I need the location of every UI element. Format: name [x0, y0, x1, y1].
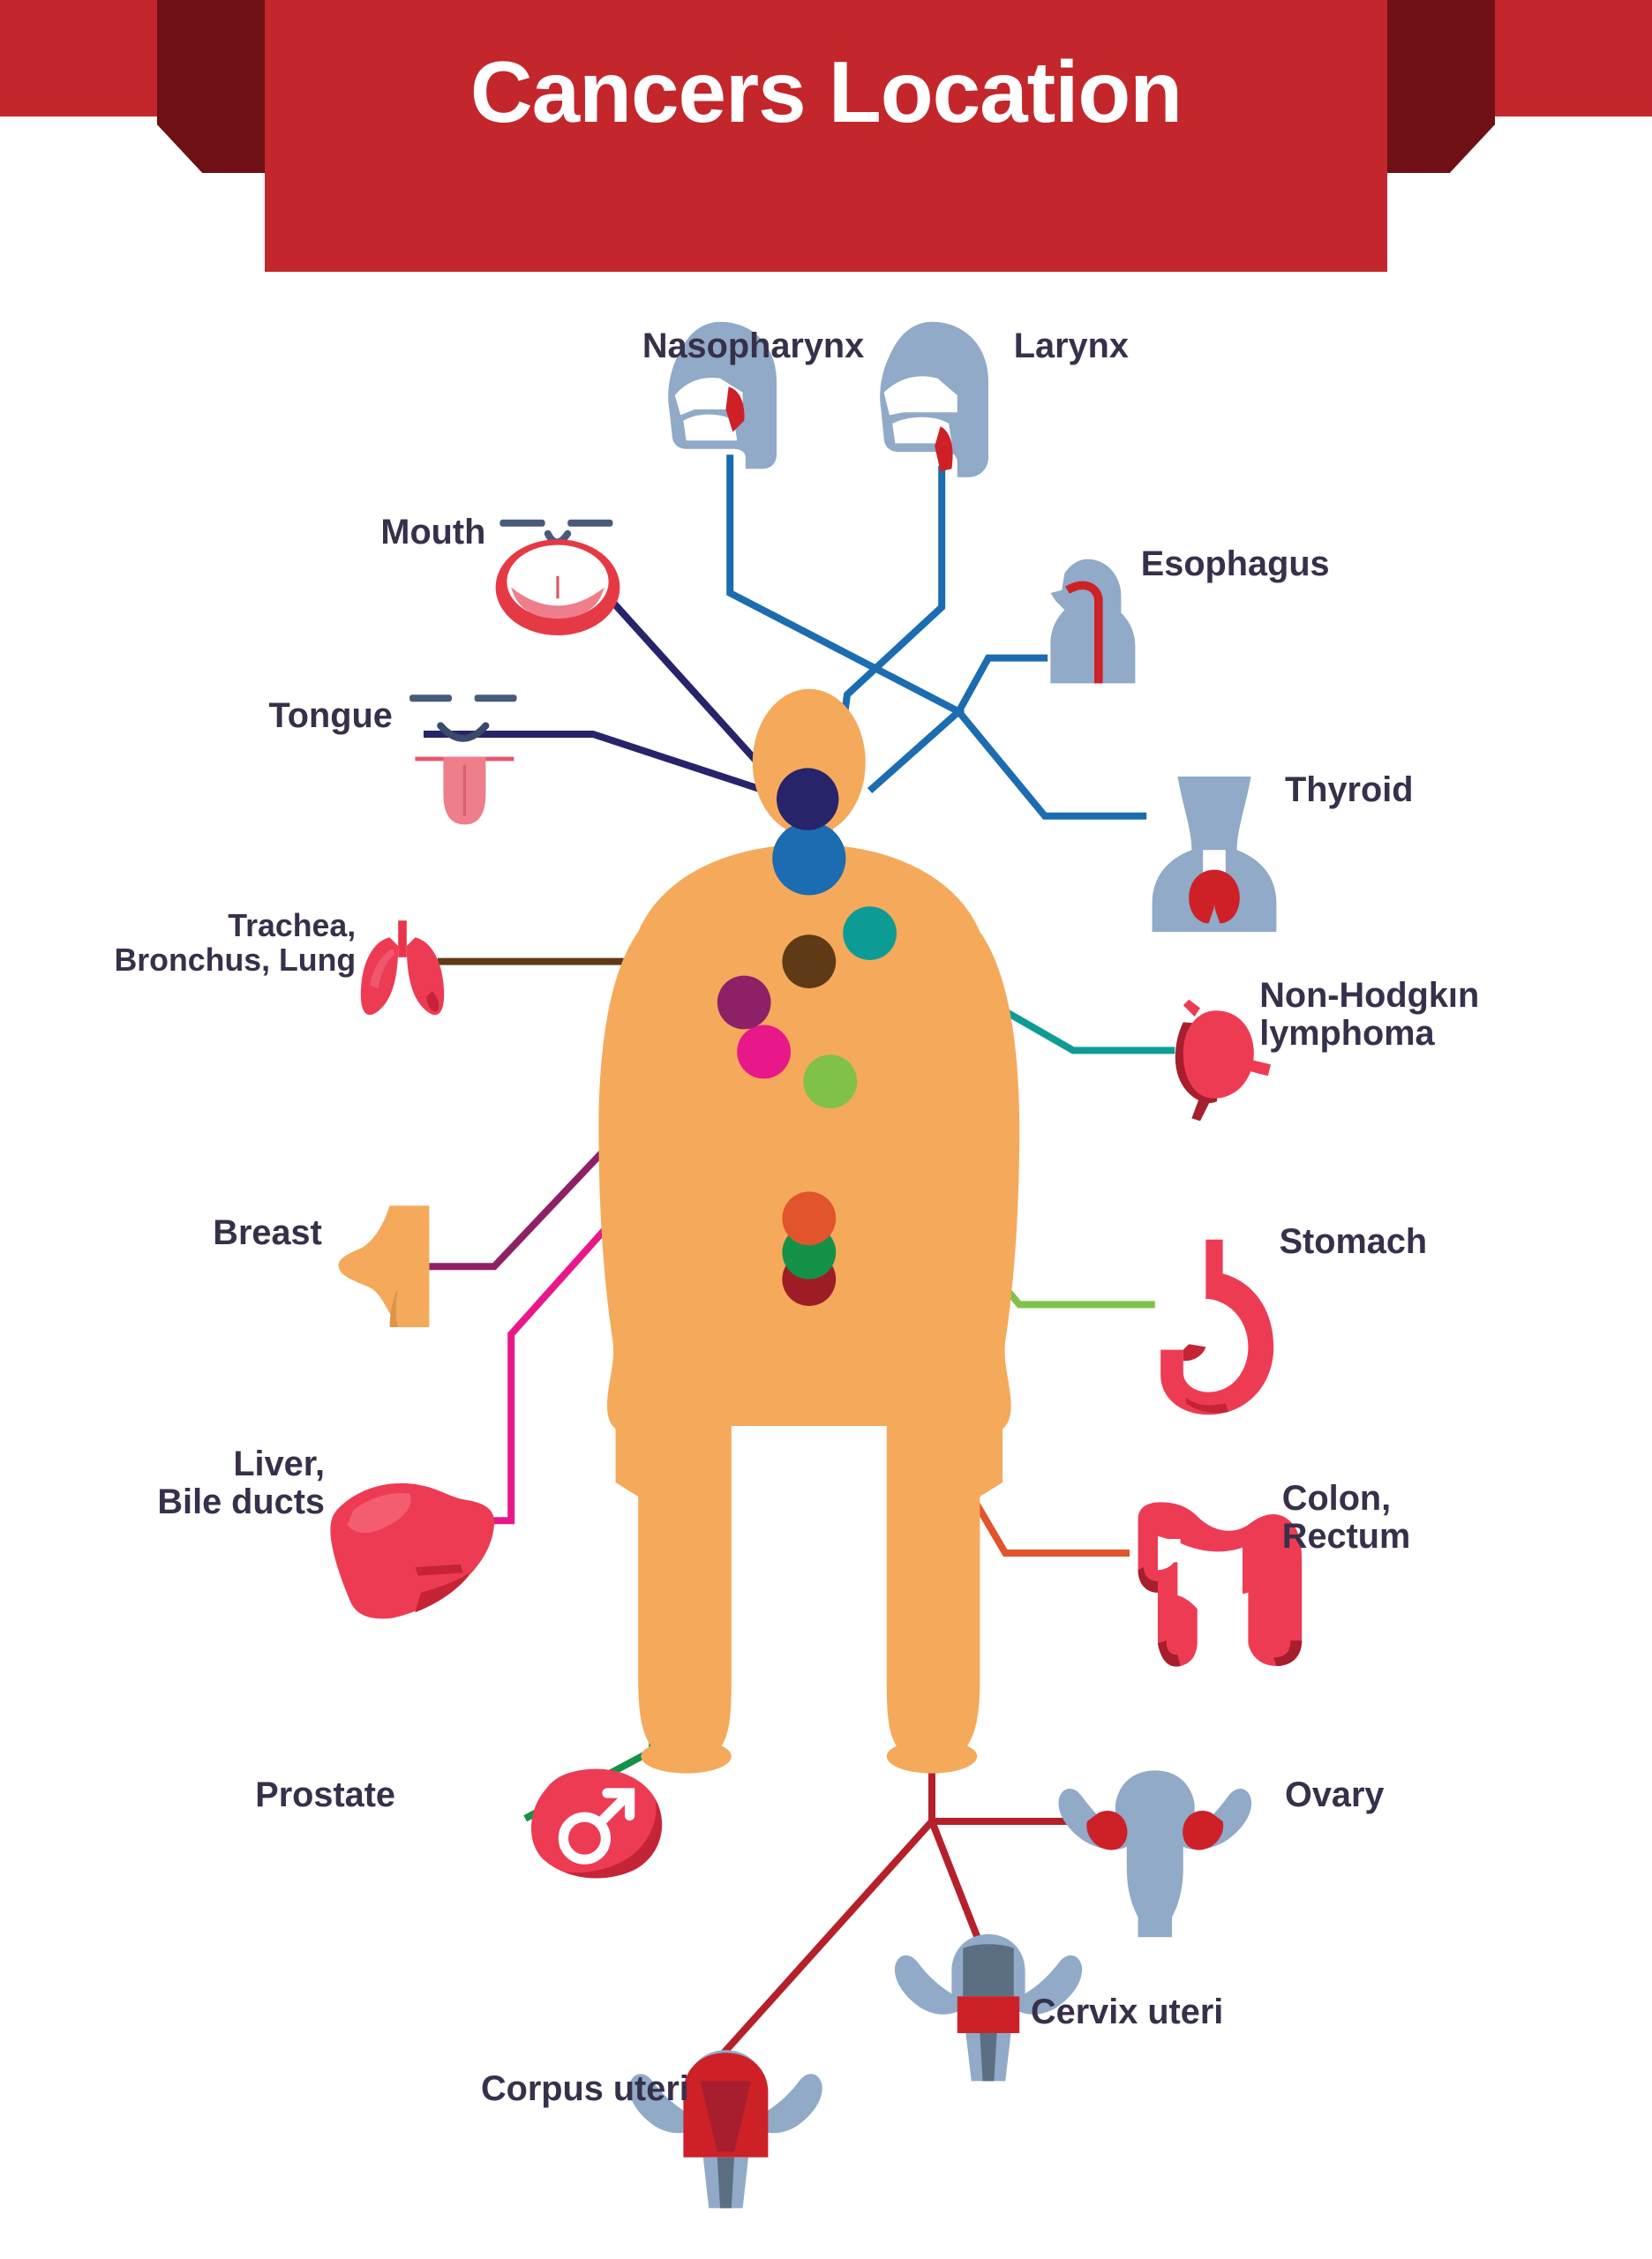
connector-esophagus — [955, 654, 1048, 714]
label-ovary: Ovary — [1285, 1775, 1385, 1814]
uterus-ovary-icon — [1058, 1770, 1252, 1938]
marker-lung — [782, 934, 837, 988]
stomach-icon — [1160, 1239, 1274, 1415]
breast-profile-icon — [338, 1205, 430, 1327]
liver-icon — [330, 1482, 494, 1619]
head-profile-nasopharynx-icon — [668, 321, 777, 469]
thyroid-neck-icon — [1152, 777, 1277, 932]
header-banner: Cancers Location — [0, 0, 1652, 282]
label-stomach: Stomach — [1279, 1221, 1428, 1261]
marker-colon — [782, 1191, 837, 1246]
marker-liver — [737, 1024, 791, 1079]
lymph-node-icon — [1175, 999, 1271, 1122]
tongue-out-face-icon — [409, 694, 517, 825]
label-lymphoma: Non-Hodgkın lymphoma — [1259, 976, 1480, 1054]
label-liver: Liver, Bile ducts — [157, 1445, 325, 1522]
label-prostate: Prostate — [255, 1775, 395, 1814]
head-profile-larynx-icon — [880, 321, 988, 477]
uterus-cervix-icon — [894, 1934, 1083, 2082]
body-marker-dots — [717, 768, 897, 1306]
label-thyroid: Thyroid — [1285, 769, 1414, 809]
label-tongue: Tongue — [268, 696, 393, 736]
label-breast: Breast — [213, 1213, 322, 1252]
marker-lymph — [843, 906, 897, 960]
label-nasopharynx: Nasopharynx — [642, 326, 865, 366]
label-esophagus: Esophagus — [1140, 544, 1330, 583]
label-corpus_uteri: Corpus uteri — [480, 2068, 689, 2108]
marker-breast — [717, 975, 771, 1030]
connector-thyroid — [956, 709, 1147, 820]
esophagus-torso-icon — [1050, 559, 1136, 684]
label-colon: Colon, Rectum — [1281, 1478, 1411, 1556]
open-mouth-icon — [495, 519, 620, 635]
label-trachea: Trachea, Bronchus, Lung — [114, 908, 357, 978]
prostate-male-symbol-icon — [530, 1768, 663, 1879]
label-larynx: Larynx — [1013, 326, 1129, 366]
label-mouth: Mouth — [380, 513, 486, 552]
lungs-icon — [360, 920, 445, 1016]
connector-nasopharynx — [726, 454, 965, 793]
marker-head-neck — [772, 822, 846, 896]
uterus-corpus-icon — [629, 2050, 822, 2209]
ribbon-main — [265, 0, 1387, 272]
page-title: Cancers Location — [469, 43, 1183, 140]
marker-stomach — [803, 1054, 858, 1108]
connector-corpus — [703, 1819, 935, 2075]
colon-icon — [1138, 1502, 1303, 1667]
label-cervix_uteri: Cervix uteri — [1031, 1993, 1224, 2032]
marker-mouth-tongue — [777, 768, 839, 830]
